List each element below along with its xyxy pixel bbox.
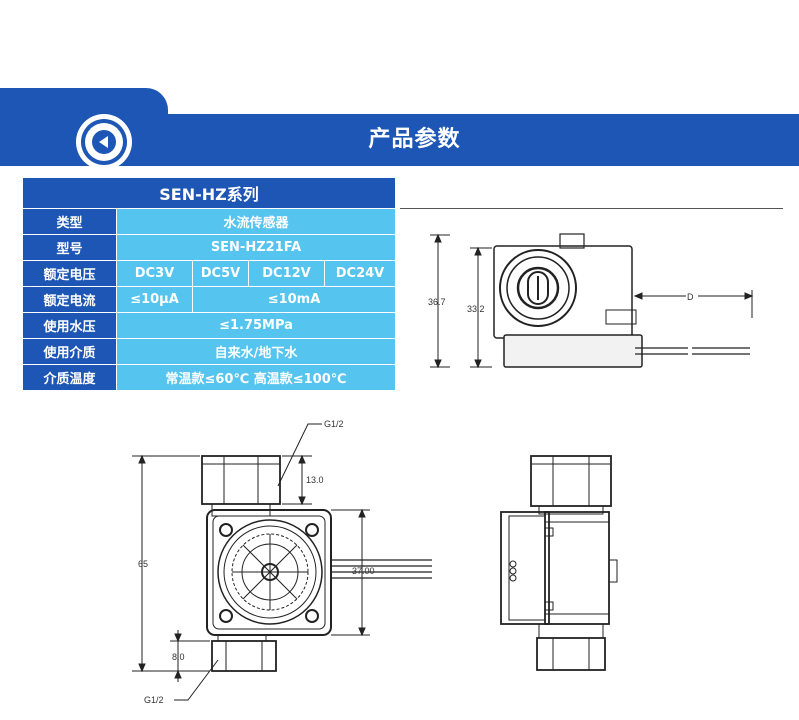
thread-top-label: G1/2 <box>324 419 344 429</box>
side-view-drawing <box>500 455 618 671</box>
spec-table: SEN-HZ系列 类型 水流传感器 型号 SEN-HZ21FA 额定电压 DC3… <box>22 177 396 391</box>
row-label-model: 型号 <box>22 234 117 261</box>
voltage-dc3v: DC3V <box>116 260 193 287</box>
voltage-dc24v: DC24V <box>324 260 396 287</box>
table-row: 额定电压 DC3V DC5V DC12V DC24V <box>22 260 396 287</box>
row-value-temperature: 常温款≤60℃ 高温款≤100℃ <box>116 364 396 391</box>
voltage-dc5v: DC5V <box>192 260 249 287</box>
row-label-type: 类型 <box>22 208 117 235</box>
row-label-voltage: 额定电压 <box>22 260 117 287</box>
dim-8-label: 8.0 <box>172 652 185 662</box>
row-value-model: SEN-HZ21FA <box>116 234 396 261</box>
arrow-left-icon <box>92 130 116 154</box>
voltage-dc12v: DC12V <box>248 260 325 287</box>
dim-65-label: 65 <box>138 559 148 569</box>
dim-d-label: D <box>687 292 694 302</box>
dim-37-label: 37.00 <box>352 566 375 576</box>
table-row: 使用水压 ≤1.75MPa <box>22 312 396 339</box>
back-button-inner <box>85 123 123 161</box>
header-banner <box>0 114 799 166</box>
dim-36-7-label: 36.7 <box>428 297 446 307</box>
table-row: 使用介质 自来水/地下水 <box>22 338 396 365</box>
dim-33-2-label: 33.2 <box>467 304 485 314</box>
dim-13-label: 13.0 <box>306 475 324 485</box>
row-label-medium: 使用介质 <box>22 338 117 365</box>
thread-bottom-label: G1/2 <box>144 695 164 705</box>
table-row: 型号 SEN-HZ21FA <box>22 234 396 261</box>
back-button-ring <box>81 119 127 165</box>
row-label-temperature: 介质温度 <box>22 364 117 391</box>
row-value-pressure: ≤1.75MPa <box>116 312 396 339</box>
row-label-current: 额定电流 <box>22 286 117 313</box>
front-view-drawing: G1/2 13.0 65 37.00 8.0 G1/2 <box>132 419 432 705</box>
row-value-type: 水流传感器 <box>116 208 396 235</box>
current-low: ≤10μA <box>116 286 193 313</box>
page-title: 产品参数 <box>368 127 461 152</box>
table-row: 介质温度 常温款≤60℃ 高温款≤100℃ <box>22 364 396 391</box>
top-view-drawing: D 36.7 33.2 <box>428 233 754 369</box>
table-row: 类型 水流传感器 <box>22 208 396 235</box>
spec-table-caption: SEN-HZ系列 <box>22 177 396 209</box>
row-label-pressure: 使用水压 <box>22 312 117 339</box>
section-divider <box>400 208 783 209</box>
row-value-medium: 自来水/地下水 <box>116 338 396 365</box>
table-row: 额定电流 ≤10μA ≤10mA <box>22 286 396 313</box>
current-high: ≤10mA <box>192 286 396 313</box>
back-button[interactable] <box>76 114 132 170</box>
